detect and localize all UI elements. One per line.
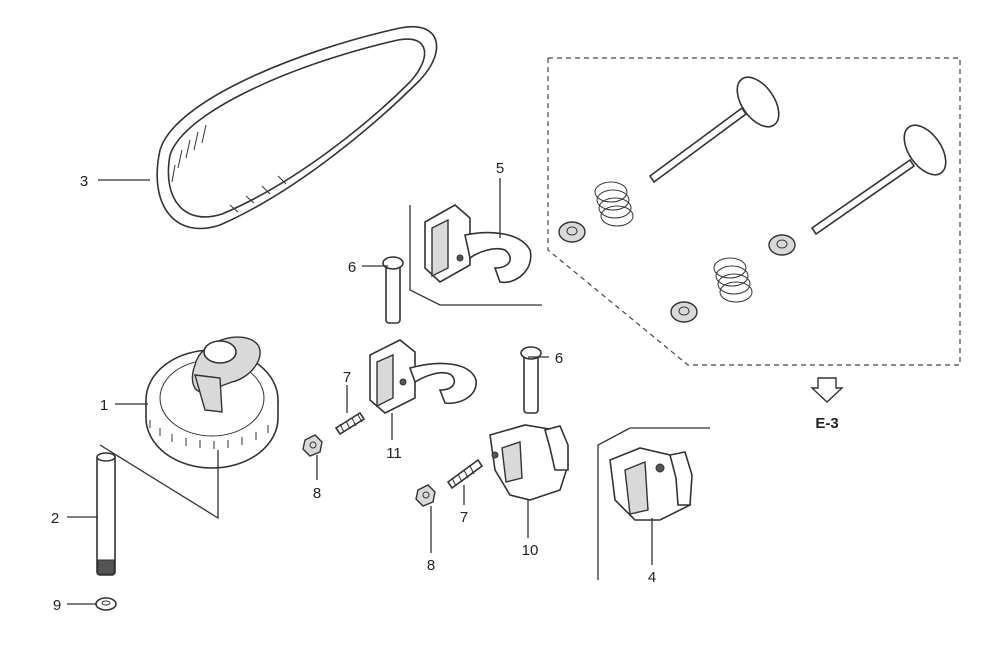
rocker-right-bracket: [597, 427, 710, 580]
callout-4: 4: [648, 569, 656, 586]
reference-label: E-3: [815, 415, 838, 432]
adjust-screw-middle: [334, 411, 366, 436]
callout-5: 5: [496, 160, 504, 177]
camshaft: [96, 452, 116, 576]
washer: [95, 597, 117, 611]
rocker-arm-lower: [489, 424, 569, 501]
rocker-pin-upper: [382, 256, 404, 324]
rocker-upper-bracket: [409, 205, 542, 306]
lock-nut-lower: [415, 484, 436, 507]
callout-8a: 8: [313, 485, 321, 502]
valve-assembly: [547, 57, 961, 366]
adjust-screw-lower: [446, 458, 484, 490]
callout-7b: 7: [460, 509, 468, 526]
callout-11: 11: [386, 445, 402, 462]
pulley-shaft-bracket: [99, 444, 219, 520]
reference-arrow: [810, 377, 844, 403]
timing-belt: [156, 25, 438, 230]
rocker-pin-lower: [520, 346, 542, 414]
callout-7a: 7: [343, 369, 351, 386]
rocker-arm-upper: [424, 204, 532, 284]
callout-6b: 6: [555, 350, 563, 367]
callout-1: 1: [100, 397, 108, 414]
leader-lines: [67, 178, 653, 605]
callout-6a: 6: [348, 259, 356, 276]
cam-pulley: [145, 336, 279, 469]
callout-10: 10: [522, 542, 539, 559]
rocker-arm-right: [609, 447, 693, 521]
callout-3: 3: [80, 173, 88, 190]
callout-2: 2: [51, 510, 59, 527]
callout-8b: 8: [427, 557, 435, 574]
callouts: 3 5 6 1 7 6 11 2 8 7 10 4 8 9: [51, 160, 656, 614]
callout-9: 9: [53, 597, 61, 614]
lock-nut-middle: [302, 434, 323, 457]
rocker-arm-middle: [369, 339, 477, 414]
